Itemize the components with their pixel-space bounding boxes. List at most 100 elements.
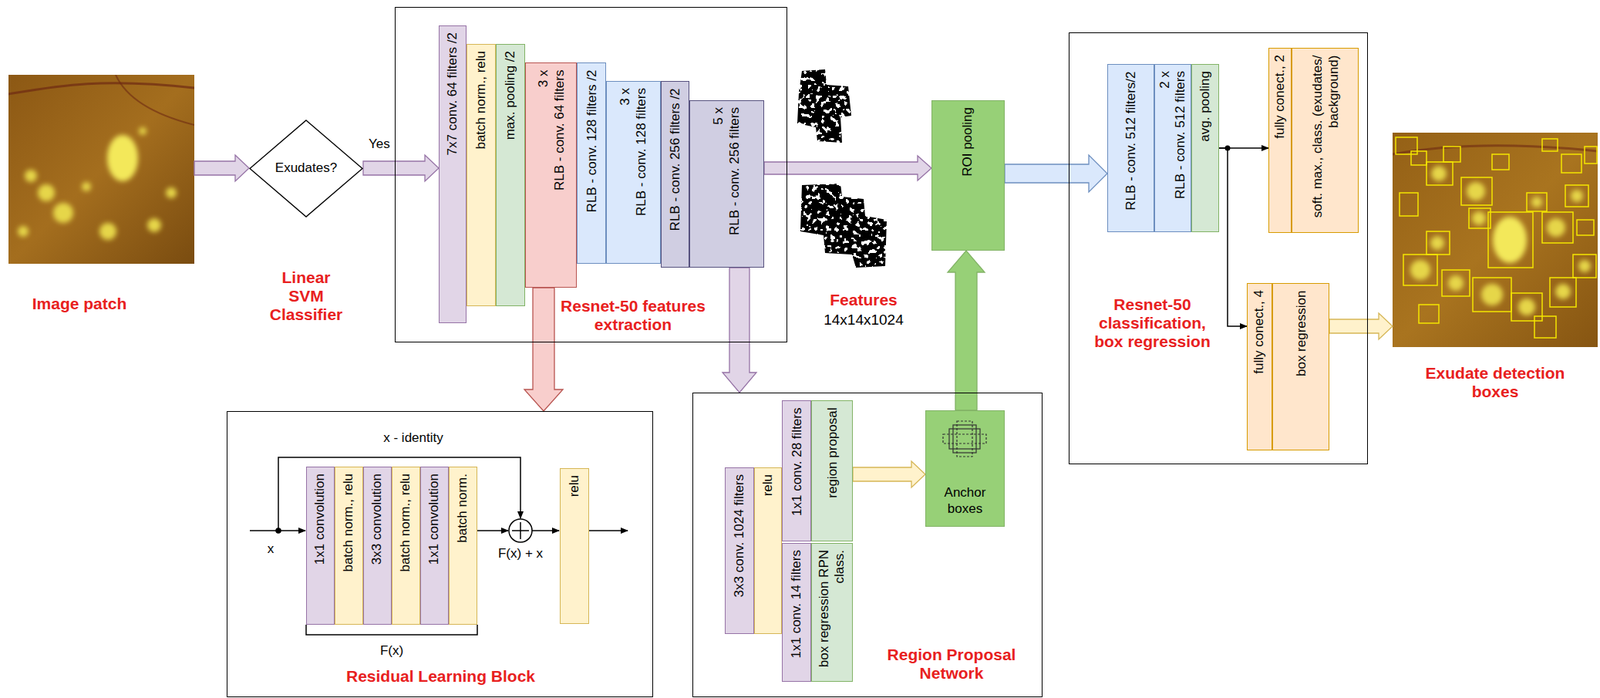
layer-box: 3 xRLB - conv. 64 filters	[525, 62, 577, 288]
layer-label: relu	[566, 474, 583, 497]
layer-label: RLB - conv. 256 filters	[727, 107, 743, 236]
layer-box: 3 xRLB - conv. 128 filters	[606, 80, 661, 264]
layer-box: batch norm., relu	[334, 466, 364, 625]
vessel	[115, 74, 195, 125]
rotated-label: 1x1 conv. 28 filters	[782, 400, 811, 541]
layer-label: box regression	[1293, 289, 1309, 377]
text-label: x	[262, 541, 279, 557]
section-label: Features	[817, 289, 910, 310]
layer-box: fully conect., 4	[1246, 282, 1273, 451]
text-label: F(x)	[368, 643, 415, 659]
sum-wire	[532, 529, 560, 532]
node-heading: Resnet-50 features extraction	[544, 296, 722, 334]
layer-box: box regression	[1272, 282, 1330, 451]
fundus-ground	[1392, 132, 1598, 347]
layer-label: RLB - conv. 128 filters /2	[583, 69, 600, 213]
rotated-label: RLB - conv. 512 filters/2	[1108, 64, 1154, 232]
rotated-label: 5 xRLB - conv. 256 filters	[690, 101, 764, 267]
rotated-label: 1x1 convolution	[421, 467, 448, 624]
rotated-label: max. pooling /2	[496, 44, 525, 306]
layer-box: fully conect., 2	[1268, 47, 1292, 233]
layer-label: fully conect., 2	[1272, 54, 1288, 139]
layer-box: relu	[559, 468, 590, 624]
layer-label: avg. pooling	[1197, 70, 1213, 142]
rotated-label: 3x3 convolution	[363, 467, 391, 624]
rotated-label: 7x7 conv. 64 filters /2	[439, 26, 466, 323]
rotated-label: relu	[754, 468, 782, 634]
plus-sign	[519, 522, 522, 539]
block-arrow	[1329, 313, 1393, 340]
rotated-label: box regression RPN class.	[811, 543, 853, 681]
layer-box: batch norm., relu	[466, 43, 496, 307]
rotated-label: 1x1 conv. 14 filters	[782, 543, 811, 681]
layer-label: 3x3 convolution	[369, 473, 385, 565]
layer-label: 3 x	[535, 69, 551, 88]
vessel	[1392, 144, 1598, 155]
layer-label: 1x1 convolution	[312, 473, 328, 565]
fundus-ground	[8, 74, 195, 264]
layer-label: soft. max., class. (exudates/ background…	[1309, 54, 1341, 226]
edge-label: Yes	[367, 136, 392, 152]
layer-label: batch norm., relu	[473, 50, 489, 150]
diamond-shape	[249, 120, 363, 217]
layer-box: relu	[754, 467, 782, 634]
rotated-label: 2 xRLB - conv. 512 filters	[1155, 64, 1191, 232]
layer-box: 3x3 convolution	[363, 466, 392, 625]
rotated-label: ROI pooling	[932, 101, 1004, 250]
rotated-label: soft. max., class. (exudates/ background…	[1292, 48, 1358, 233]
layer-label: 1x1 convolution	[426, 473, 442, 565]
anchor-icon	[943, 421, 987, 457]
rotated-label: relu	[560, 468, 589, 624]
layer-box: batch norm.	[448, 466, 478, 625]
residual-wiring	[249, 457, 628, 635]
block-arrow	[363, 154, 439, 182]
node-heading: Exudate detection boxes	[1412, 363, 1578, 401]
layer-label: 7x7 conv. 64 filters /2	[444, 32, 461, 155]
layer-label: 1x1 conv. 14 filters	[788, 549, 805, 658]
fundus-patch	[8, 74, 195, 264]
layer-label: RLB - conv. 128 filters	[633, 87, 650, 216]
output-wire	[589, 529, 628, 532]
junction-dot	[276, 528, 281, 533]
group-box: Region Proposal Network3x3 conv. 1024 fi…	[692, 392, 1043, 698]
layer-label: box regression RPN class.	[816, 549, 849, 675]
layer-box: RLB - conv. 128 filters /2	[576, 62, 607, 264]
layer-label: fully conect., 4	[1251, 289, 1267, 374]
image-node: Exudate detection boxes	[1392, 132, 1598, 347]
rotated-label: batch norm., relu	[392, 467, 420, 624]
block-arrow	[1004, 154, 1108, 192]
decision-diamond: Exudates?Linear SVM Classifier	[249, 119, 364, 218]
group-box: Resnet-50 classification, box regression…	[1068, 32, 1368, 465]
node-heading: Resnet-50 classification, box regression	[1088, 295, 1216, 351]
node-heading: Residual Learning Block	[227, 666, 654, 686]
layer-label: batch norm., relu	[340, 473, 357, 573]
node-heading: Linear SVM Classifier	[263, 268, 349, 324]
text-label: F(x) + x	[481, 545, 560, 562]
group-box: Resnet-50 features extraction 7x7 conv. 6…	[394, 6, 788, 343]
layer-box: RLB - conv. 256 filters /2	[660, 80, 690, 268]
rotated-label: RLB - conv. 128 filters /2	[577, 63, 606, 263]
layer-box: region proposal	[811, 400, 853, 542]
layer-box: 5 xRLB - conv. 256 filters	[689, 100, 765, 268]
layer-box: 1x1 convolution	[306, 466, 335, 625]
layer-label: 3x3 conv. 1024 filters	[731, 474, 748, 597]
layer-box: 1x1 conv. 28 filters	[781, 400, 812, 542]
layer-box: 3x3 conv. 1024 filters	[724, 467, 755, 634]
layer-box: max. pooling /2	[495, 43, 526, 307]
rotated-label: box regression	[1273, 283, 1329, 450]
layer-label: batch norm.	[454, 473, 471, 543]
layer-label: RLB - conv. 512 filters/2	[1122, 70, 1139, 210]
layer-label: 3 x	[617, 87, 634, 106]
exudate-spots	[1410, 165, 1591, 316]
layer-label: batch norm., relu	[397, 473, 414, 573]
layer-box: avg. pooling	[1191, 64, 1220, 233]
layer-label: RLB - conv. 256 filters /2	[666, 87, 683, 231]
layer-label: max. pooling /2	[502, 50, 519, 140]
rotated-label: 3 xRLB - conv. 64 filters	[525, 63, 576, 287]
decision-label: Exudates?	[275, 160, 337, 176]
detection-boxes	[1395, 137, 1597, 338]
rotated-label: avg. pooling	[1192, 64, 1219, 232]
layer-label: ROI pooling	[960, 107, 976, 177]
layer-label: RLB - conv. 512 filters	[1172, 70, 1189, 199]
block-arrow	[722, 267, 757, 393]
